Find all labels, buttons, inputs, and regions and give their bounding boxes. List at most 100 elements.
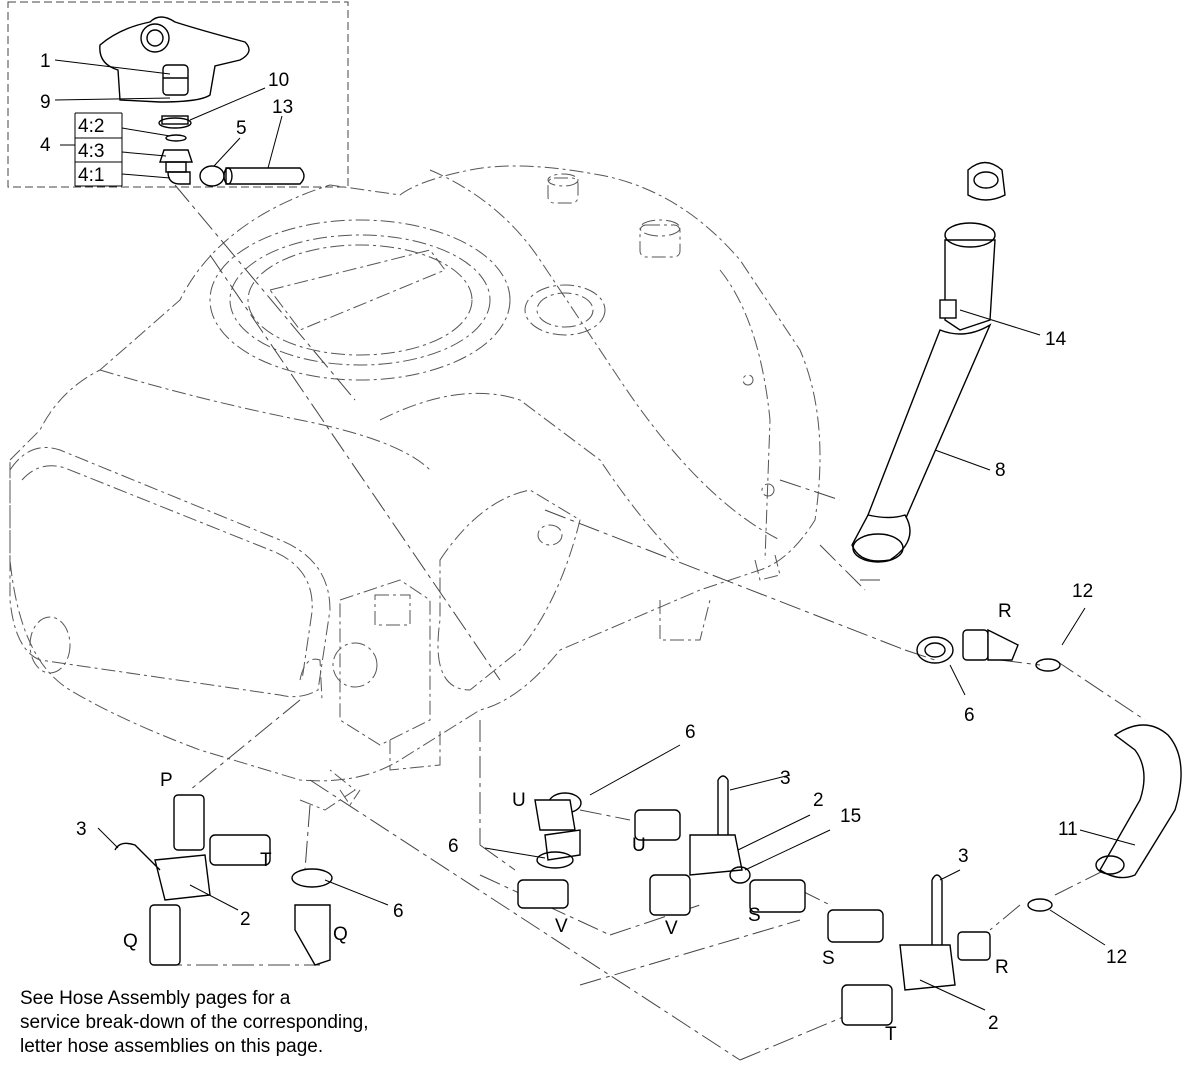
hose-clamp-12-lower <box>1027 898 1053 912</box>
strainer-base <box>851 514 911 562</box>
tank-pump-bracket <box>339 579 431 746</box>
detail-inset <box>7 1 349 188</box>
callout-15: 15 <box>840 806 861 827</box>
q-fitting-a <box>149 904 181 966</box>
callout-4-1: 4:1 <box>78 165 104 186</box>
tank-front-face <box>9 447 331 698</box>
pin-3-lower <box>931 874 943 945</box>
callout-6-left: 6 <box>393 901 404 922</box>
tank-lid-handle <box>269 249 446 331</box>
hose-assembly-note: See Hose Assembly pages for a service br… <box>20 988 369 1057</box>
callout-2-mid: 2 <box>813 790 824 811</box>
q-fitting-b <box>294 904 331 966</box>
strainer-clip <box>939 299 957 319</box>
inset-fitting <box>162 64 189 96</box>
pin-3 <box>717 775 729 835</box>
tank-lid-ring <box>209 219 511 381</box>
callout-p: P <box>160 770 173 791</box>
s-fitting-a <box>749 879 806 913</box>
inset-fill-opening <box>140 23 170 53</box>
tank-outline <box>9 165 821 782</box>
inset-elbow <box>167 171 191 185</box>
callout-s-b: S <box>822 948 835 969</box>
r-fitting <box>962 629 989 661</box>
inset-hose <box>225 167 305 185</box>
fitting-r-upper <box>916 607 1086 696</box>
strainer-cap <box>967 161 1006 201</box>
tank-top-port <box>524 284 606 336</box>
callout-2-left: 2 <box>240 909 251 930</box>
v-fitting-a <box>517 879 569 909</box>
callout-t-lower: T <box>885 1024 897 1045</box>
bent-hose <box>1099 724 1182 879</box>
gasket-6-left <box>291 868 333 888</box>
callout-r-upper: R <box>998 601 1012 622</box>
u-fitting-b <box>634 809 681 841</box>
callout-6-mid: 6 <box>685 722 696 743</box>
callout-s-a: S <box>748 905 761 926</box>
callout-5: 5 <box>236 118 247 139</box>
callout-u-b: U <box>632 835 646 856</box>
tee-valve-2 <box>689 834 743 876</box>
callout-12-lower: 12 <box>1106 947 1127 968</box>
gasket-6-v <box>536 851 574 869</box>
phantom-tank <box>9 165 821 811</box>
callout-8: 8 <box>995 460 1006 481</box>
callout-11: 11 <box>1058 819 1078 840</box>
phantom-connection-lines <box>160 184 1146 1061</box>
callout-2-lower: 2 <box>988 1013 999 1034</box>
callout-13: 13 <box>272 97 293 118</box>
inset-valve-body <box>159 149 193 163</box>
inset-kit-bracket <box>60 112 123 187</box>
tee-valve-2-left <box>154 854 211 901</box>
tank-top-fitting-2 <box>639 224 681 258</box>
callout-4-2: 4:2 <box>78 116 104 137</box>
callout-t-left: T <box>260 850 272 871</box>
callout-9: 9 <box>40 92 51 113</box>
callout-u-a: U <box>512 790 526 811</box>
v-fitting-b <box>649 874 691 916</box>
gasket-6 <box>916 636 954 664</box>
callout-v-a: V <box>555 916 568 937</box>
callout-12-upper: 12 <box>1072 581 1093 602</box>
u-fitting-a <box>534 799 576 831</box>
strainer-tube <box>867 323 992 524</box>
inset-o-ring <box>165 134 187 142</box>
tee-valve-2-lower <box>899 944 956 991</box>
inset-washer <box>158 117 192 129</box>
callout-6-v: 6 <box>448 836 459 857</box>
hose-11 <box>1079 724 1182 879</box>
callout-10: 10 <box>268 70 289 91</box>
callout-6-upper: 6 <box>964 705 975 726</box>
t-fitting-lower <box>841 984 893 1026</box>
callout-r-lower: R <box>995 957 1009 978</box>
inset-clamp <box>199 165 225 187</box>
callout-4: 4 <box>40 135 51 156</box>
callout-4-3: 4:3 <box>78 141 104 162</box>
callout-q-a: Q <box>123 931 138 952</box>
callout-3-mid: 3 <box>780 768 791 789</box>
r-fitting-lower <box>957 931 991 961</box>
callout-labels: 1 9 10 13 4 4:2 4:3 4:1 5 14 8 12 R 6 11… <box>40 51 1127 1045</box>
tank-cavity <box>437 489 581 691</box>
p-fitting <box>173 794 205 851</box>
t-fitting-left <box>209 834 271 866</box>
callout-3-left: 3 <box>76 819 87 840</box>
callout-q-b: Q <box>333 924 348 945</box>
hose-clamp-12 <box>1035 658 1061 672</box>
detail-inset-frame <box>7 1 349 188</box>
callout-3-right: 3 <box>958 846 969 867</box>
s-fitting-b <box>827 909 884 943</box>
fill-strainer-assembly <box>851 161 1041 563</box>
lower-tee-assembly <box>841 869 1106 1026</box>
inset-tank-section <box>99 16 250 103</box>
callout-14: 14 <box>1045 329 1067 350</box>
tank-top-fitting-1 <box>547 177 579 204</box>
callout-v-b: V <box>665 918 678 939</box>
fitting-u-v-cluster <box>484 744 884 943</box>
callout-1: 1 <box>40 51 51 72</box>
left-tee-assembly <box>97 794 389 966</box>
o-ring-15 <box>729 866 751 884</box>
tank-drain-port <box>29 616 71 674</box>
